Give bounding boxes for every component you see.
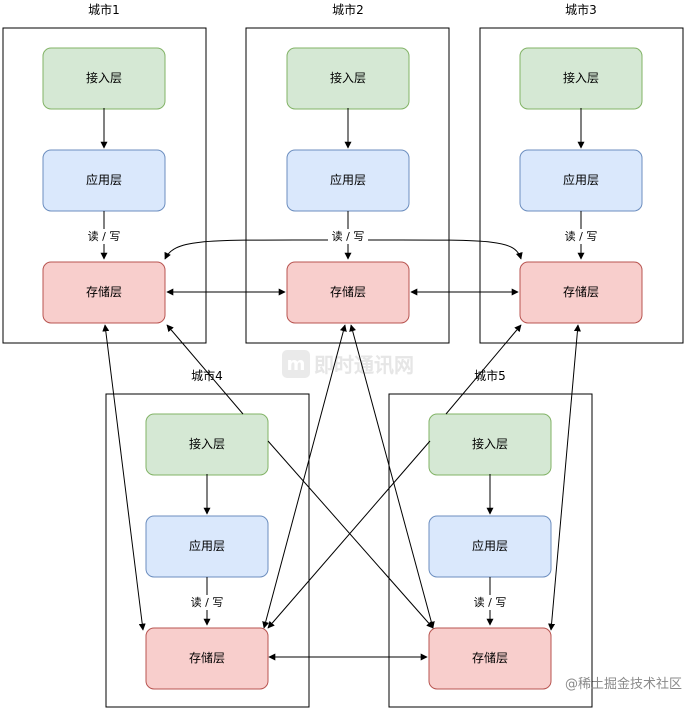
edge-storage3-storage5 xyxy=(548,324,581,631)
storage-box-shape xyxy=(286,261,410,324)
app-box-label: 应用层 xyxy=(472,538,508,553)
access-box-label: 接入层 xyxy=(330,70,366,85)
city-label: 城市4 xyxy=(191,368,223,383)
read-write-label: 读 / 写 xyxy=(565,229,598,243)
watermark-logo-glyph: m xyxy=(287,354,306,375)
access-layer-box: 接入层 xyxy=(42,47,166,110)
city-label: 城市2 xyxy=(332,2,364,17)
watermark: m 即时通讯网 xyxy=(282,350,414,378)
credit-text: @稀土掘金技术社区 xyxy=(565,676,682,692)
storage-layer-box: 存储层 xyxy=(428,627,552,690)
access-box-label: 接入层 xyxy=(563,70,599,85)
access-box-label: 接入层 xyxy=(86,70,122,85)
storage-box-label: 存储层 xyxy=(189,650,225,665)
storage-box-shape xyxy=(145,627,269,690)
city-frame xyxy=(479,27,684,344)
access-box-label: 接入层 xyxy=(472,436,508,451)
edge-storage3-to-access5 xyxy=(445,324,522,415)
storage-box-shape xyxy=(428,627,552,690)
access-box-label: 接入层 xyxy=(189,436,225,451)
read-write-label: 读 / 写 xyxy=(191,595,224,609)
read-write-label: 读 / 写 xyxy=(474,595,507,609)
storage-layer-box: 存储层 xyxy=(519,261,643,324)
access-layer-box: 接入层 xyxy=(145,413,269,476)
storage-box-shape xyxy=(42,261,166,324)
cross-city-edges xyxy=(102,239,581,661)
app-layer-box: 应用层 xyxy=(428,515,552,578)
app-layer-box: 应用层 xyxy=(519,149,643,212)
storage-box-label: 存储层 xyxy=(330,284,366,299)
app-box-label: 应用层 xyxy=(563,172,599,187)
read-write-label: 读 / 写 xyxy=(88,229,121,243)
access-layer-box: 接入层 xyxy=(428,413,552,476)
read-write-label: 读 / 写 xyxy=(332,229,365,243)
storage-layer-box: 存储层 xyxy=(286,261,410,324)
app-box-label: 应用层 xyxy=(189,538,225,553)
city-3: 城市3 xyxy=(479,2,684,344)
city-label: 城市1 xyxy=(88,2,120,17)
app-layer-box: 应用层 xyxy=(286,149,410,212)
storage-box-shape xyxy=(519,261,643,324)
storage-layer-box: 存储层 xyxy=(42,261,166,324)
city-label: 城市3 xyxy=(565,2,597,17)
edge-storage2-storage5 xyxy=(349,324,435,629)
app-box-label: 应用层 xyxy=(86,172,122,187)
storage-box-label: 存储层 xyxy=(472,650,508,665)
edge-storage2-storage4 xyxy=(262,324,347,629)
storage-box-label: 存储层 xyxy=(86,284,122,299)
rw-labels: 读 / 写 读 / 写 读 / 写 读 / 写 读 / 写 xyxy=(84,229,601,610)
access-layer-box: 接入层 xyxy=(519,47,643,110)
app-layer-box: 应用层 xyxy=(145,515,269,578)
storage-box-label: 存储层 xyxy=(563,284,599,299)
app-box-label: 应用层 xyxy=(330,172,366,187)
edge-storage1-to-access4 xyxy=(166,324,244,415)
storage-layer-box: 存储层 xyxy=(145,627,269,690)
edge-storage1-storage4 xyxy=(102,324,146,631)
city-frame xyxy=(245,27,450,344)
city-2: 城市2 xyxy=(245,2,450,344)
access-layer-box: 接入层 xyxy=(286,47,410,110)
app-layer-box: 应用层 xyxy=(42,149,166,212)
edge-access5-storage4 xyxy=(267,440,431,629)
